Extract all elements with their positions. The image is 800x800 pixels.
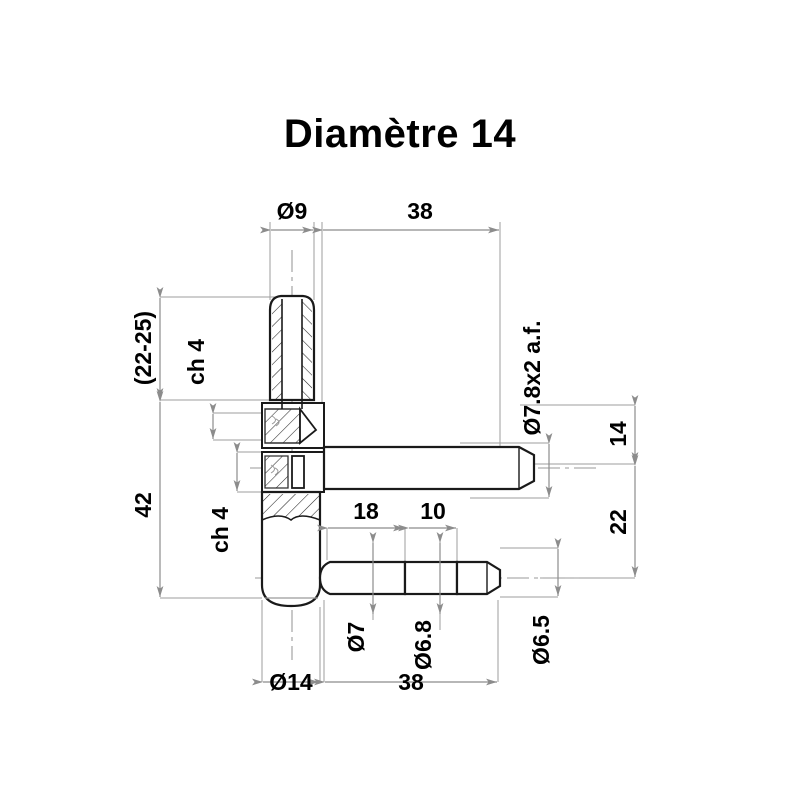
dim-label-len14: 14 (605, 421, 631, 447)
page-title: Diamètre 14 (283, 112, 517, 156)
dim-label-dia14: Ø14 (269, 669, 313, 695)
middle-pin (322, 445, 536, 491)
dim-label-range-22-25: (22-25) (130, 311, 156, 385)
top-pin (268, 294, 316, 402)
dim-label-dia9: Ø9 (277, 198, 308, 224)
hinge-knuckle-detail (261, 400, 325, 493)
dim-label-len38-bottom: 38 (398, 669, 424, 695)
dimension-lines (156, 226, 639, 686)
dim-label-ch4-upper: ch 4 (183, 339, 209, 385)
dim-label-dia65: Ø6.5 (528, 615, 554, 665)
dimension-labels: Ø9 38 (22-25) 42 ch 4 ch 4 Ø7.8x2 a.f. 1… (130, 198, 631, 695)
hinge-body (260, 490, 322, 608)
dim-label-len22: 22 (605, 509, 631, 535)
dim-label-len38-top: 38 (407, 198, 433, 224)
dim-label-len10: 10 (420, 498, 446, 524)
dim-label-dia68: Ø6.8 (410, 620, 436, 670)
dim-label-ch4-lower: ch 4 (207, 507, 233, 553)
dim-label-dia7: Ø7 (343, 622, 369, 653)
lower-pin (318, 560, 502, 596)
dim-label-dia78x2af: Ø7.8x2 a.f. (519, 320, 545, 435)
dim-label-len18: 18 (353, 498, 379, 524)
dim-label-len42: 42 (130, 492, 156, 518)
